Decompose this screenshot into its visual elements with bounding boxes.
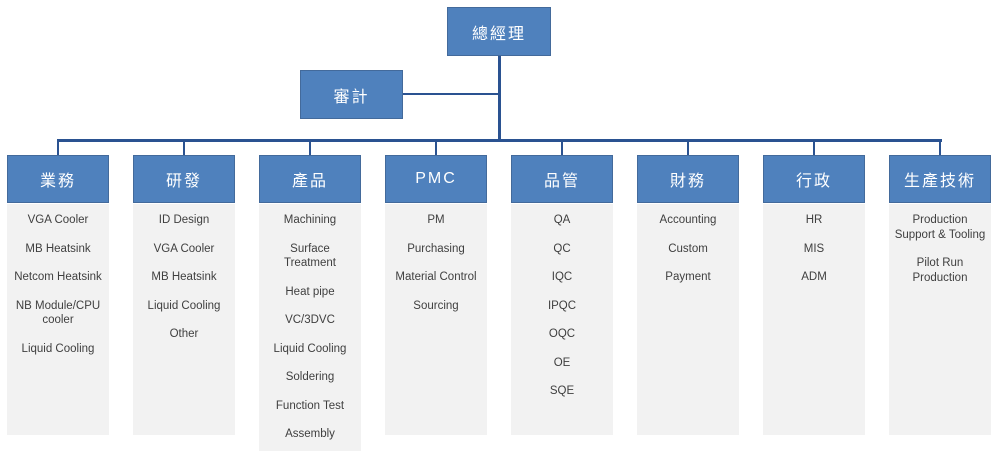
dept-item: OQC [548,328,576,340]
dept-header-8: 生產技術 [889,155,991,203]
dept-item: ID Design [158,214,210,226]
dept-item: NB Module/CPU cooler [15,299,101,327]
node-audit-label: 審計 [333,88,370,106]
dept-item: ADM [801,271,827,283]
dept-header-6: 財務 [637,155,739,203]
dept-item: IPQC [547,299,577,312]
dept-item: Material Control [395,271,477,283]
connector-stub [687,141,689,156]
dept-item: Accounting [659,214,717,226]
dept-item: VGA Cooler [27,214,89,226]
dept-item: Pilot Run Production [912,257,968,284]
dept-item: Custom [668,242,708,255]
dept-item: MB Heatsink [151,271,217,283]
connector-stub [309,141,311,156]
connector-stub [813,141,815,156]
dept-header-label: 業務 [39,173,76,190]
dept-item: Other [169,328,199,340]
dept-item: IQC [551,271,573,283]
dept-item: HR [805,214,823,226]
dept-header-4: PMC [385,155,487,203]
dept-item: SQE [549,385,575,397]
dept-header-label: 產品 [291,173,328,190]
dept-item: PM [427,214,445,226]
dept-header-7: 行政 [763,155,865,203]
dept-item: MB Heatsink [25,242,91,255]
dept-item: Liquid Cooling [21,342,95,355]
dept-item: VGA Cooler [153,242,215,255]
dept-item: QC [553,242,571,255]
dept-header-label: 財務 [669,173,706,190]
dept-item: Liquid Cooling [273,342,347,355]
dept-item: Netcom Heatsink [14,271,102,283]
dept-panel-7: HR MIS ADM [763,204,865,435]
dept-item: Production Support & Tooling [894,214,986,241]
dept-header-label: 研發 [165,173,202,190]
dept-header-label: 生產技術 [903,173,976,190]
dept-header-5: 品管 [511,155,613,203]
dept-item: Function Test [275,399,345,412]
dept-item: Payment [665,271,711,283]
node-general-manager: 總經理 [447,7,551,56]
dept-item: Heat pipe [285,285,335,298]
connector-stub [435,141,437,156]
dept-item: Sourcing [413,299,459,312]
connector-stub [57,141,59,156]
dept-item: Soldering [285,371,335,383]
dept-header-label: PMC [415,170,457,187]
node-general-manager-label: 總經理 [471,25,526,43]
dept-item: VC/3DVC [285,314,335,326]
dept-header-2: 研發 [133,155,235,203]
dept-header-3: 產品 [259,155,361,203]
dept-panel-5: QA QC IQC IPQC OQC OE SQE [511,204,613,435]
dept-item: QA [553,214,571,226]
connector-root-vertical [498,55,501,141]
node-audit: 審計 [300,70,403,119]
dept-item: Assembly [285,428,335,440]
dept-header-1: 業務 [7,155,109,203]
dept-item: Purchasing [407,242,465,255]
dept-item: Liquid Cooling [147,299,221,312]
dept-item: Machining [283,214,337,226]
dept-header-label: 行政 [795,173,832,190]
connector-stub [183,141,185,156]
connector-audit-horizontal [402,93,499,95]
connector-stub [561,141,563,156]
connector-stub [939,141,941,156]
dept-item: Surface Treatment [284,242,336,270]
dept-header-label: 品管 [543,173,580,190]
connector-main-horizontal [57,139,942,142]
dept-item: OE [553,356,571,369]
dept-item: MIS [803,242,825,255]
